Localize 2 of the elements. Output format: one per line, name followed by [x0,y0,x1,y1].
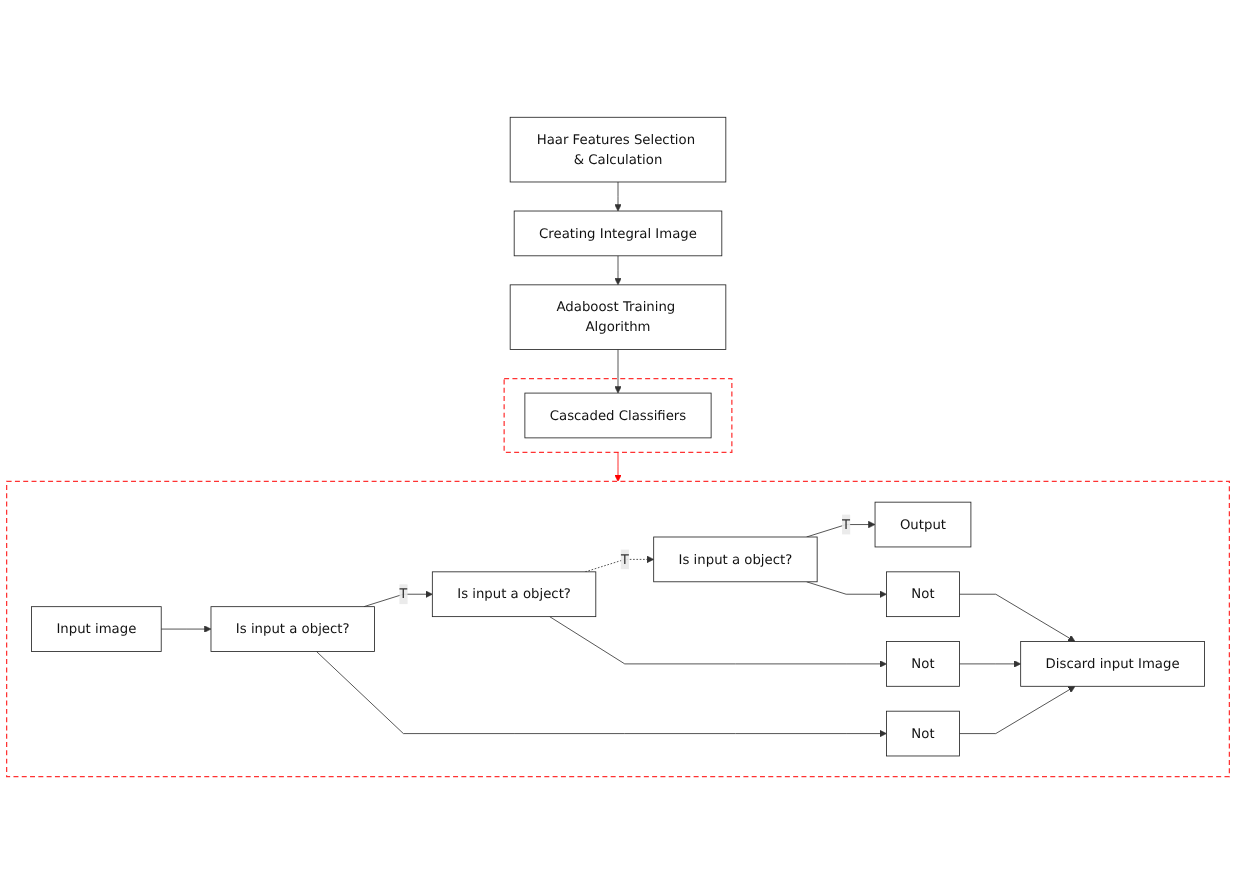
cluster [503,377,733,453]
cluster [6,480,1230,778]
